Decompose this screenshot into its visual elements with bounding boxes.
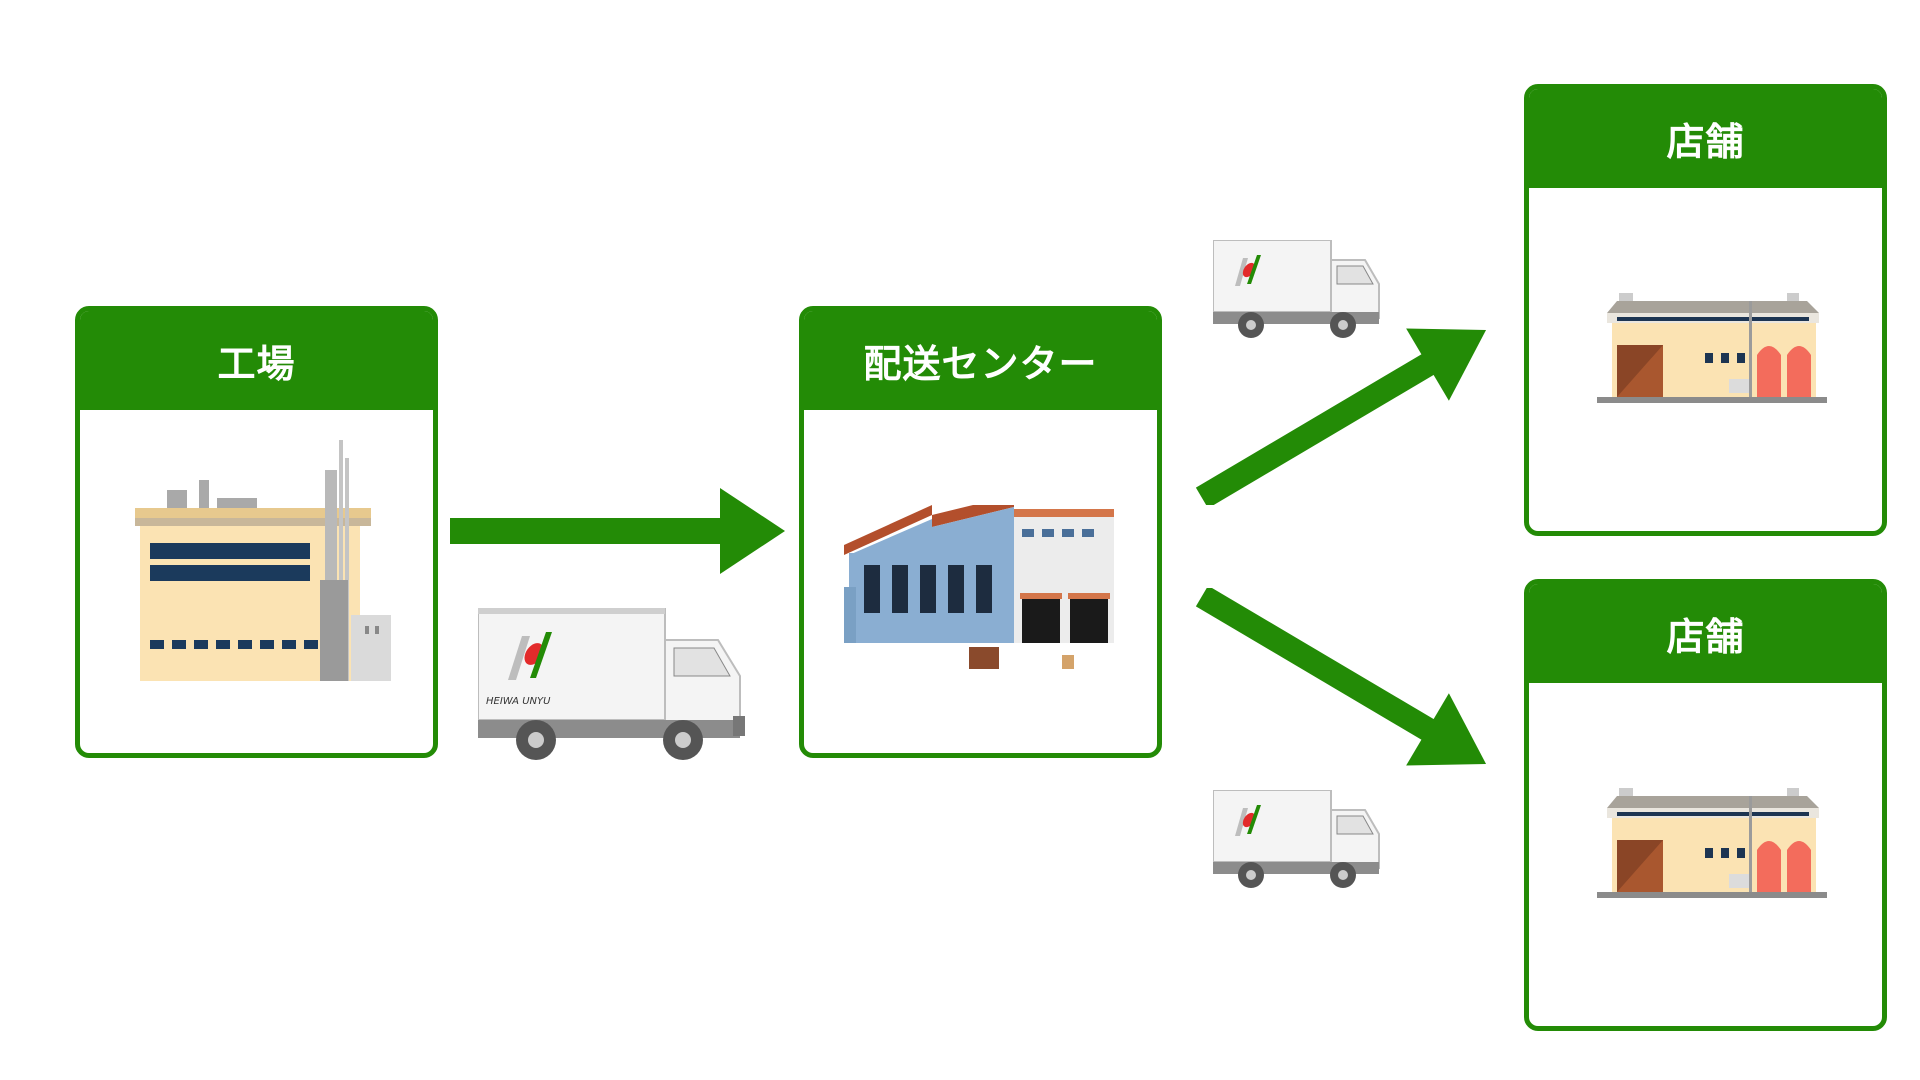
center-card: 配送センター bbox=[799, 306, 1162, 758]
truck-center-to-store-bottom bbox=[1213, 790, 1380, 888]
store-icon bbox=[1597, 788, 1827, 898]
factory-card: 工場 bbox=[75, 306, 438, 758]
store-top-card: 店舗 bbox=[1524, 84, 1887, 536]
factory-icon bbox=[135, 440, 391, 681]
arrow-factory-to-center bbox=[450, 488, 785, 574]
warehouse-icon bbox=[844, 505, 1114, 669]
factory-title: 工場 bbox=[80, 311, 433, 410]
truck-factory-to-center: HEIWA UNYU bbox=[478, 608, 745, 760]
store-top-title: 店舗 bbox=[1529, 89, 1882, 188]
arrow-center-to-store-top bbox=[1195, 328, 1487, 505]
truck-logo-icon bbox=[508, 632, 552, 680]
truck-center-to-store-top bbox=[1213, 240, 1380, 338]
store-bottom-title: 店舗 bbox=[1529, 584, 1882, 683]
store-icon bbox=[1597, 293, 1827, 403]
store-bottom-card: 店舗 bbox=[1524, 579, 1887, 1031]
truck-brand-text: HEIWA UNYU bbox=[486, 696, 551, 707]
center-title: 配送センター bbox=[804, 311, 1157, 410]
arrow-center-to-store-bottom bbox=[1195, 588, 1487, 766]
